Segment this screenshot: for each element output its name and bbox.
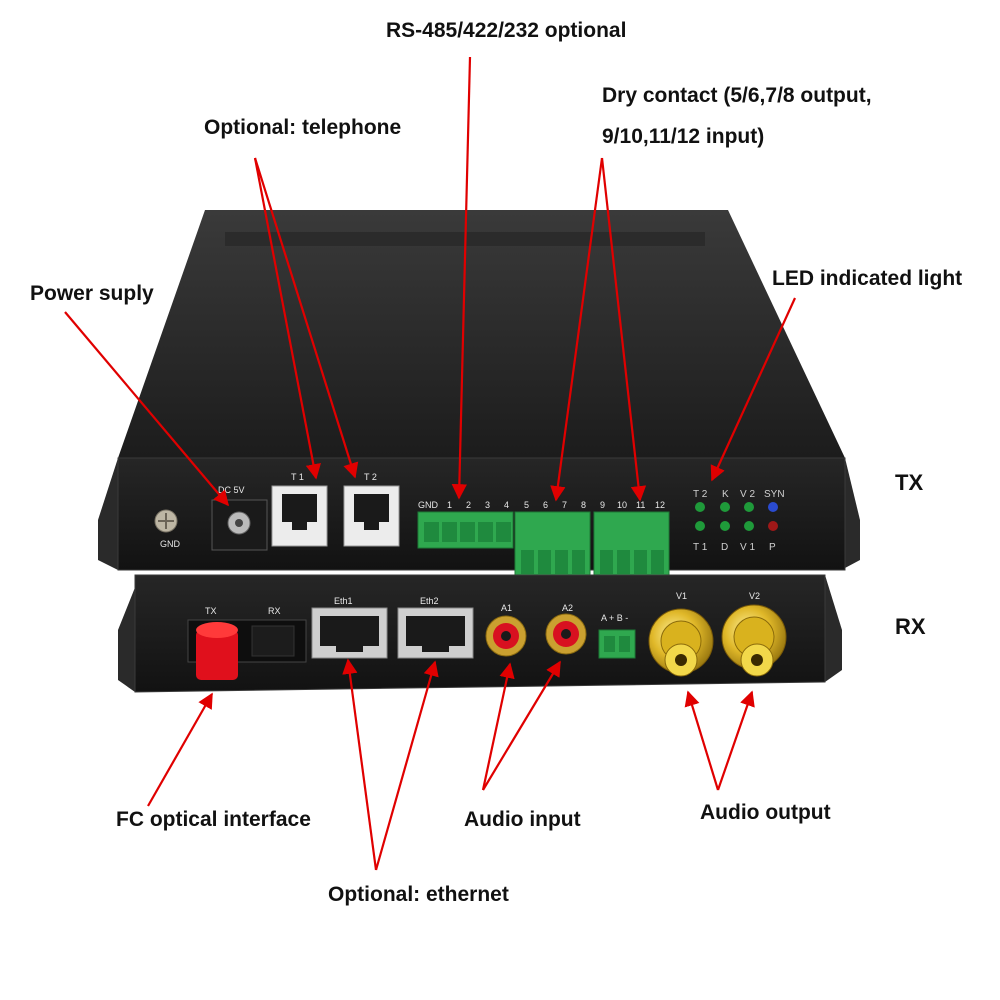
callout-arrows: [64, 56, 797, 871]
led-label-p: P: [769, 542, 776, 553]
gnd-label: GND: [160, 539, 181, 549]
led-d: [720, 521, 730, 531]
terminal-block-dry-contact-in: [593, 511, 670, 583]
led-label-d: D: [721, 542, 728, 553]
v1-label: V1: [676, 591, 687, 601]
led-k: [720, 502, 730, 512]
v2-label: V2: [749, 591, 760, 601]
arrow-audio-in-1: [481, 662, 515, 791]
term-label-4: 4: [504, 500, 509, 510]
term-label-10: 10: [617, 500, 627, 510]
eth1-label: Eth1: [334, 596, 353, 606]
callout-telephone: Optional: telephone: [204, 116, 402, 139]
term-label-2: 2: [466, 500, 471, 510]
term-label-5: 5: [524, 500, 529, 510]
term-label-11: 11: [636, 500, 645, 510]
arrow-ethernet-1: [342, 658, 378, 871]
callout-power: Power suply: [30, 282, 154, 305]
tx-unit: GND DC 5V T 1 T 2: [98, 210, 860, 583]
arrow-telephone-t1: [253, 157, 321, 480]
terminal-block-ab: [598, 629, 636, 659]
a1-label: A1: [501, 603, 512, 613]
term-label-1: 1: [447, 500, 452, 510]
rx-rx-label: RX: [268, 606, 281, 616]
arrow-audio-out-2: [716, 690, 755, 791]
terminal-block-dry-contact-out: [514, 511, 591, 583]
arrow-audio-in-2: [482, 660, 561, 791]
telephone-port-t1: [271, 485, 328, 547]
callout-fc: FC optical interface: [116, 808, 311, 831]
led-label-v1: V 1: [740, 542, 755, 553]
arrow-power: [64, 311, 229, 507]
audio-output-v1: [648, 608, 714, 677]
led-label-syn: SYN: [764, 489, 785, 500]
audio-output-v2: [721, 604, 787, 677]
led-label-t2: T 2: [693, 489, 708, 500]
fc-optical-port: [187, 619, 307, 680]
rx-tx-label: TX: [205, 606, 217, 616]
led-label-v2: V 2: [740, 489, 755, 500]
rx-unit: TX RX Eth1 Eth2 A1: [118, 574, 842, 693]
callout-dry-contact-line2: 9/10,11/12 input): [602, 125, 765, 148]
terminal-labels: GND 1 2 3 4 5 6 7 8 9 10 11 12: [418, 500, 665, 510]
unit-tag-tx: TX: [895, 470, 924, 495]
gnd-screw: [154, 509, 178, 533]
arrow-led: [710, 297, 797, 482]
led-v1: [744, 521, 754, 531]
tx-top-surface: [118, 210, 845, 458]
arrow-dry-out: [550, 157, 604, 502]
arrow-telephone-t2: [253, 157, 359, 479]
arrow-ethernet-2: [374, 660, 439, 871]
led-p: [768, 521, 778, 531]
audio-input-a2: [545, 613, 587, 655]
ab-label: A + B -: [601, 613, 628, 623]
led-indicators: T 2 K V 2 SYN T 1 D V 1 P: [693, 489, 785, 553]
t2-label: T 2: [364, 472, 377, 482]
callout-audio-output: Audio output: [700, 801, 831, 824]
term-label-9: 9: [600, 500, 605, 510]
arrow-fc: [147, 692, 213, 807]
tx-side-left: [98, 458, 118, 570]
callout-led: LED indicated light: [772, 267, 963, 290]
rx-side-right: [825, 575, 842, 682]
term-label-3: 3: [485, 500, 490, 510]
ethernet-port-eth2: [397, 607, 474, 659]
telephone-port-t2: [343, 485, 400, 547]
callout-ethernet: Optional: ethernet: [328, 883, 509, 906]
a2-label: A2: [562, 603, 573, 613]
arrow-audio-out-1: [684, 690, 720, 791]
led-v2: [744, 502, 754, 512]
led-label-k: K: [722, 489, 729, 500]
term-label-7: 7: [562, 500, 567, 510]
term-label-12: 12: [655, 500, 665, 510]
tx-side-right: [845, 458, 860, 568]
eth2-label: Eth2: [420, 596, 439, 606]
ethernet-port-eth1: [311, 607, 388, 659]
led-t2: [695, 502, 705, 512]
unit-tag-rx: RX: [895, 614, 926, 639]
term-label-gnd: GND: [418, 500, 439, 510]
led-t1: [695, 521, 705, 531]
dc-jack: [211, 499, 268, 551]
t1-label: T 1: [291, 472, 304, 482]
led-syn: [768, 502, 778, 512]
arrow-dry-in: [600, 157, 647, 502]
callout-audio-input: Audio input: [464, 808, 581, 831]
led-label-t1: T 1: [693, 542, 708, 553]
callout-dry-contact-line1: Dry contact (5/6,7/8 output,: [602, 84, 872, 107]
arrow-rs485: [451, 56, 472, 500]
callout-rs485: RS-485/422/232 optional: [386, 19, 627, 42]
terminal-block-rs485: [417, 511, 514, 549]
term-label-6: 6: [543, 500, 548, 510]
audio-input-a1: [485, 615, 527, 657]
term-label-8: 8: [581, 500, 586, 510]
rx-front-panel: [134, 574, 826, 693]
dc-label: DC 5V: [218, 485, 245, 495]
